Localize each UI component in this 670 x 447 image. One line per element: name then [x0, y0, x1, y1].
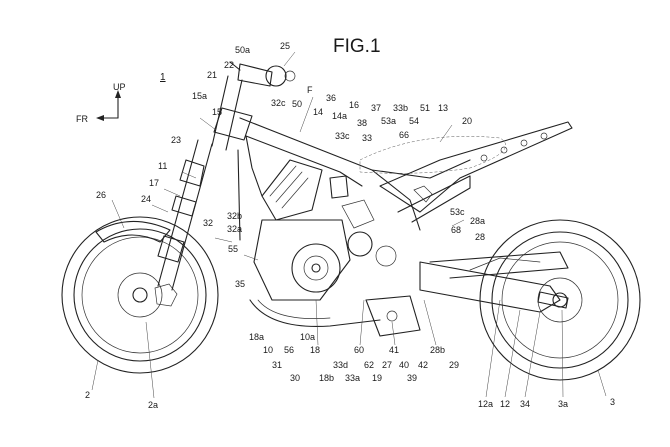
callout-label: 14: [313, 107, 323, 117]
callout-label: 42: [418, 360, 428, 370]
callout-label: 60: [354, 345, 364, 355]
callout-label: 28: [475, 232, 485, 242]
callout-label: 33a: [345, 373, 360, 383]
callout-label: 40: [399, 360, 409, 370]
fr-label: FR: [76, 114, 88, 124]
callout-label: 32b: [227, 211, 242, 221]
callout-label: 29: [449, 360, 459, 370]
callout-label: 23: [171, 135, 181, 145]
callout-label: 2: [85, 390, 90, 400]
callout-label: 54: [409, 116, 419, 126]
callout-label: 18: [310, 345, 320, 355]
callout-label: 33: [362, 133, 372, 143]
callout-label: 53a: [381, 116, 396, 126]
callout-label: 13: [438, 103, 448, 113]
callout-label: 31: [272, 360, 282, 370]
callout-label: 68: [451, 225, 461, 235]
callout-label: 12a: [478, 399, 493, 409]
callout-label: 41: [389, 345, 399, 355]
callout-label: 27: [382, 360, 392, 370]
callout-label: 28b: [430, 345, 445, 355]
callout-label: 66: [399, 130, 409, 140]
callout-label: 26: [96, 190, 106, 200]
callout-label: 19: [372, 373, 382, 383]
callout-label: 56: [284, 345, 294, 355]
callout-label: 51: [420, 103, 430, 113]
callout-label: 39: [407, 373, 417, 383]
callout-label: 15a: [192, 91, 207, 101]
callout-label: 20: [462, 116, 472, 126]
callout-label: 17: [149, 178, 159, 188]
rear-subframe-drawing: [379, 121, 573, 223]
figure-title: FIG.1: [333, 36, 381, 57]
callout-label: 18a: [249, 332, 264, 342]
front-wheel-drawing: [61, 216, 219, 374]
engine-drawing: [253, 159, 397, 301]
callout-label: 35: [235, 279, 245, 289]
callout-label: 28a: [470, 216, 485, 226]
callout-label: 37: [371, 103, 381, 113]
orientation-indicator: UP FR 1: [76, 72, 166, 124]
callout-label: 50a: [235, 45, 250, 55]
callout-label: 32a: [227, 224, 242, 234]
callout-label: 34: [520, 399, 530, 409]
main-frame-drawing: [237, 117, 471, 241]
callout-label: 2a: [148, 400, 158, 410]
callout-label: 16: [349, 100, 359, 110]
callout-label: 62: [364, 360, 374, 370]
up-label: UP: [113, 82, 126, 92]
callout-label: 25: [280, 41, 290, 51]
callout-label: 21: [207, 70, 217, 80]
callout-label: 33c: [335, 131, 350, 141]
callout-label: 50: [292, 99, 302, 109]
callout-label: 32: [203, 218, 213, 228]
callout-label: 18b: [319, 373, 334, 383]
rear-wheel-drawing: [479, 219, 641, 381]
callout-label: F: [307, 85, 313, 95]
figure-ref-number: 1: [160, 72, 166, 83]
callout-label: 33d: [333, 360, 348, 370]
callout-label: 3a: [558, 399, 568, 409]
callout-label: 32c: [271, 98, 286, 108]
callout-label: 14a: [332, 111, 347, 121]
callout-label: 3: [610, 397, 615, 407]
callout-label: 12: [500, 399, 510, 409]
callout-label: 38: [357, 118, 367, 128]
swingarm-drawing: [419, 251, 569, 313]
callout-label: 15: [212, 107, 222, 117]
callout-label: 33b: [393, 103, 408, 113]
callout-label: 30: [290, 373, 300, 383]
callout-label: 36: [326, 93, 336, 103]
callout-label: 24: [141, 194, 151, 204]
callout-label: 55: [228, 244, 238, 254]
callout-label: 53c: [450, 207, 465, 217]
exhaust-drawing: [249, 295, 421, 337]
front-fork-drawing: [157, 61, 296, 291]
callout-label: 22: [224, 60, 234, 70]
callout-label: 10a: [300, 332, 315, 342]
leader-lines: [91, 51, 607, 399]
callout-label: 10: [263, 345, 273, 355]
callout-label: 11: [158, 161, 167, 171]
